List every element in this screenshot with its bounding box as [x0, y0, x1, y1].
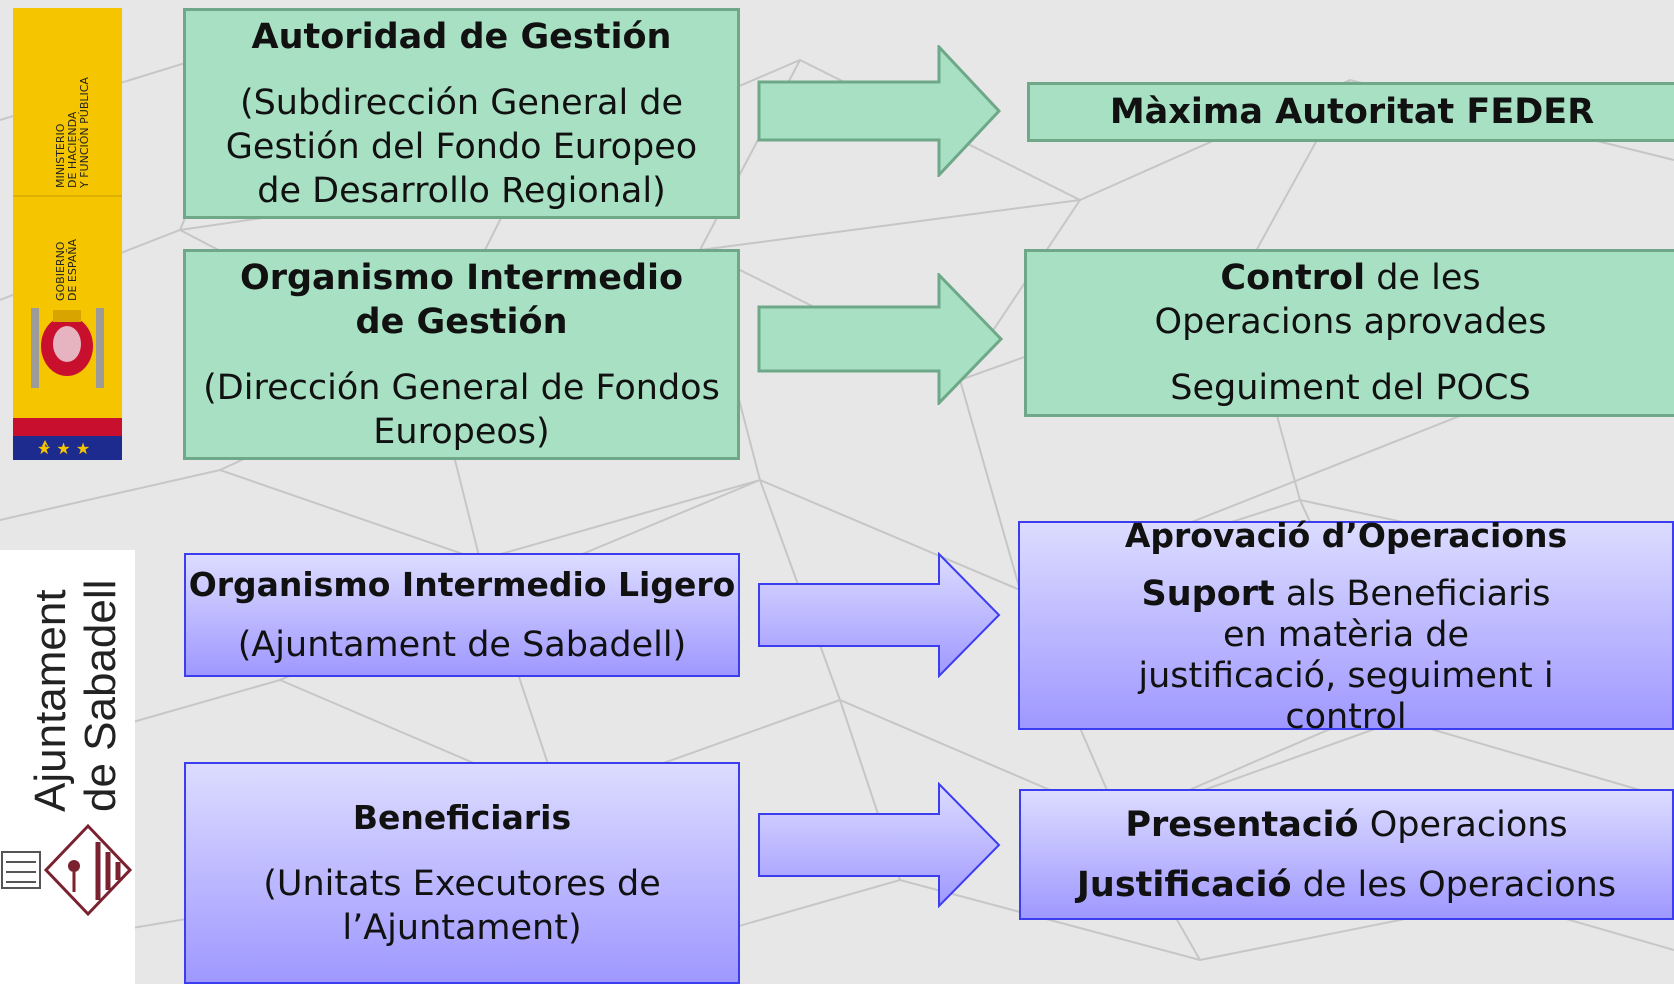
gobierno-espana-emblem: ★ ★ ★ [13, 8, 122, 460]
ministry-line3: Y FUNCIÓN PÚBLICA [78, 77, 91, 188]
aprovacio-operacions-box: Aprovació d’Operacions Suport als Benefi… [1018, 516, 1674, 737]
box-subtitle: (Subdirección General de Gestión del Fon… [225, 82, 698, 211]
box-subtitle: (Dirección General de Fondos Europeos) [203, 367, 720, 452]
ajuntament-logo: Ajuntament de Sabadell [0, 550, 135, 984]
maxima-autoritat-box: Màxima Autoritat FEDER [1027, 82, 1674, 142]
box-title: Beneficiaris [352, 798, 572, 837]
arrow-right-icon [758, 782, 1001, 908]
organismo-intermedio-ligero-box: Organismo Intermedio Ligero (Ajuntament … [184, 553, 740, 677]
organismo-intermedio-gestion-box: Organismo Intermedio de Gestión (Direcci… [183, 249, 740, 460]
seguiment-text: Seguiment del POCS [1170, 368, 1531, 408]
box-subtitle: (Unitats Executores de l’Ajuntament) [263, 864, 661, 948]
ministry-logo: ★ ★ ★ MINISTERIO DE HACIENDA Y FUNCIÓN P… [13, 8, 122, 460]
ajuntament-line1: Ajuntament [26, 589, 75, 812]
ajuntament-line2: de Sabadell [76, 579, 125, 812]
presentacio-text: Presentació Operacions [1125, 804, 1568, 845]
control-operacions-box: Control de les Operacions aprovades Segu… [1024, 249, 1674, 417]
svg-text:★ ★ ★: ★ ★ ★ [37, 439, 90, 458]
justificacio-text: Justificació de les Operacions [1076, 864, 1617, 905]
suport-text: Suport als Beneficiaris en matèria de ju… [1138, 573, 1554, 737]
box-title: Organismo Intermedio de Gestión [239, 257, 684, 342]
box-title: Màxima Autoritat FEDER [1109, 92, 1595, 132]
presentacio-justificacio-box: Presentació Operacions Justificació de l… [1019, 789, 1674, 920]
box-title: Autoridad de Gestión [251, 16, 672, 57]
box-subtitle: (Ajuntament de Sabadell) [237, 625, 687, 665]
arrow-right-icon [757, 45, 1002, 177]
arrow-right-icon [757, 273, 1004, 405]
arrow-right-icon [758, 552, 1001, 678]
box-title: Organismo Intermedio Ligero [188, 565, 736, 604]
ministry-line5: DE ESPAÑA [66, 238, 79, 301]
autoridad-gestion-box: Autoridad de Gestión (Subdirección Gener… [183, 8, 740, 219]
beneficiaris-box: Beneficiaris (Unitats Executores de l’Aj… [184, 762, 740, 984]
sabadell-coat-of-arms-icon [1, 823, 133, 917]
box-title: Aprovació d’Operacions [1124, 515, 1568, 555]
control-text: Control de les Operacions aprovades [1154, 258, 1547, 342]
